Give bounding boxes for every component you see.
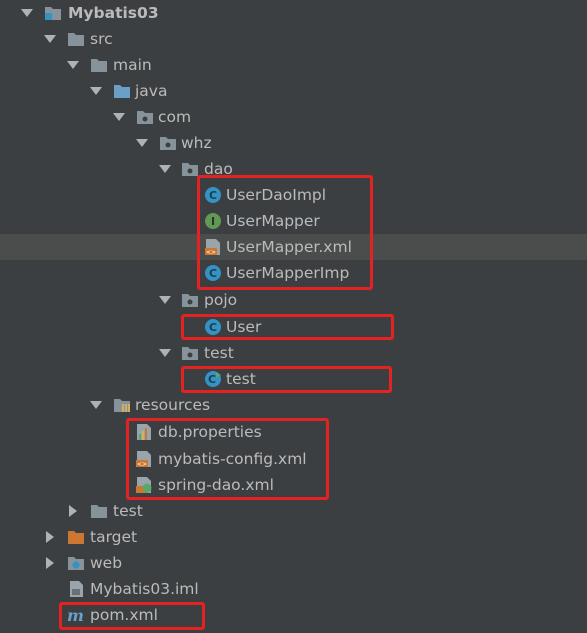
expand-arrow-icon[interactable] bbox=[19, 0, 35, 26]
folder-icon bbox=[90, 56, 108, 74]
package-icon bbox=[136, 108, 154, 126]
web-folder-icon bbox=[67, 554, 85, 572]
properties-file-icon bbox=[135, 423, 153, 441]
source-folder-icon bbox=[113, 82, 131, 100]
folder-label-web: web bbox=[90, 554, 123, 572]
expand-arrow-icon[interactable] bbox=[88, 78, 104, 104]
svg-text:C: C bbox=[209, 321, 217, 334]
svg-text:<>: <> bbox=[206, 249, 216, 256]
file-label: pom.xml bbox=[90, 606, 158, 624]
tree-row-src[interactable]: src bbox=[0, 26, 587, 52]
tree-row-spring-dao[interactable]: spring-dao.xml bbox=[0, 472, 587, 498]
expand-arrow-icon[interactable] bbox=[65, 52, 81, 78]
tree-row-web[interactable]: web bbox=[0, 550, 587, 576]
file-label: UserMapper bbox=[226, 212, 320, 230]
highlight-box-pom bbox=[59, 602, 205, 630]
highlight-box-dao-files bbox=[197, 175, 373, 290]
tree-row-src-test[interactable]: test bbox=[0, 498, 587, 524]
file-label: spring-dao.xml bbox=[158, 476, 274, 494]
tree-row-dao[interactable]: dao bbox=[0, 156, 587, 182]
folder-label-test: test bbox=[113, 502, 143, 520]
svg-text:C: C bbox=[209, 189, 217, 202]
package-icon bbox=[159, 134, 177, 152]
folder-label-main: main bbox=[113, 56, 152, 74]
tree-row-user[interactable]: C User bbox=[0, 314, 587, 340]
folder-label-target: target bbox=[90, 528, 138, 546]
class-icon: C bbox=[204, 264, 222, 282]
highlight-box-resources bbox=[126, 418, 329, 500]
resources-folder-icon bbox=[113, 396, 131, 414]
tree-row-usermapper[interactable]: I UserMapper bbox=[0, 208, 587, 234]
tree-row-userdaoimpl[interactable]: C UserDaoImpl bbox=[0, 182, 587, 208]
package-icon bbox=[181, 291, 199, 309]
package-label-dao: dao bbox=[204, 160, 233, 178]
folder-icon bbox=[67, 30, 85, 48]
xml-file-icon: <> bbox=[204, 238, 222, 256]
module-folder-icon bbox=[44, 4, 62, 22]
tree-row-com[interactable]: com bbox=[0, 104, 587, 130]
expand-arrow-icon[interactable] bbox=[157, 156, 173, 182]
highlight-box-user bbox=[181, 314, 394, 340]
file-label: User bbox=[226, 318, 262, 336]
xml-file-icon: <> bbox=[135, 450, 153, 468]
collapse-arrow-icon[interactable] bbox=[42, 550, 58, 576]
tree-row-test-class[interactable]: C test bbox=[0, 366, 587, 392]
tree-row-mybatis-config[interactable]: <> mybatis-config.xml bbox=[0, 446, 587, 472]
file-label: test bbox=[226, 370, 256, 388]
tree-row-pojo[interactable]: pojo bbox=[0, 287, 587, 313]
collapse-arrow-icon[interactable] bbox=[65, 498, 81, 524]
file-label: db.properties bbox=[158, 423, 262, 441]
tree-row-db-properties[interactable]: db.properties bbox=[0, 419, 587, 445]
tree-row-main[interactable]: main bbox=[0, 52, 587, 78]
class-icon: C bbox=[204, 186, 222, 204]
highlight-box-test bbox=[181, 366, 392, 393]
excluded-folder-icon bbox=[67, 528, 85, 546]
folder-label-resources: resources bbox=[135, 396, 211, 414]
tree-row-test-package[interactable]: test bbox=[0, 340, 587, 366]
folder-icon bbox=[90, 502, 108, 520]
maven-icon: m bbox=[66, 606, 84, 625]
expand-arrow-icon[interactable] bbox=[157, 287, 173, 313]
package-label-whz: whz bbox=[181, 134, 212, 152]
package-label-pojo: pojo bbox=[204, 291, 238, 309]
file-label: mybatis-config.xml bbox=[158, 450, 307, 468]
svg-text:m: m bbox=[67, 606, 84, 624]
tree-row-iml[interactable]: Mybatis03.iml bbox=[0, 576, 587, 602]
folder-label-java: java bbox=[135, 82, 168, 100]
file-label: UserDaoImpl bbox=[226, 186, 327, 204]
tree-row-project[interactable]: Mybatis03 bbox=[0, 0, 587, 26]
file-label: UserMapper.xml bbox=[226, 238, 352, 256]
svg-text:I: I bbox=[211, 215, 215, 228]
tree-row-java[interactable]: java bbox=[0, 78, 587, 104]
file-label: UserMapperImp bbox=[226, 264, 350, 282]
package-icon bbox=[181, 160, 199, 178]
package-icon bbox=[181, 344, 199, 362]
interface-icon: I bbox=[204, 212, 222, 230]
svg-text:C: C bbox=[209, 267, 217, 280]
svg-text:<>: <> bbox=[137, 461, 147, 468]
tree-row-whz[interactable]: whz bbox=[0, 130, 587, 156]
expand-arrow-icon[interactable] bbox=[157, 340, 173, 366]
collapse-arrow-icon[interactable] bbox=[42, 524, 58, 550]
tree-row-pom[interactable]: m pom.xml bbox=[0, 602, 587, 628]
file-label: Mybatis03.iml bbox=[90, 580, 199, 598]
folder-label-src: src bbox=[90, 30, 113, 48]
expand-arrow-icon[interactable] bbox=[111, 104, 127, 130]
tree-row-resources[interactable]: resources bbox=[0, 392, 587, 418]
tree-row-target[interactable]: target bbox=[0, 524, 587, 550]
tree-row-usermapper-xml[interactable]: <> UserMapper.xml bbox=[0, 234, 587, 260]
expand-arrow-icon[interactable] bbox=[134, 130, 150, 156]
package-label-test: test bbox=[204, 344, 234, 362]
svg-text:C: C bbox=[208, 373, 216, 386]
project-name: Mybatis03 bbox=[68, 4, 159, 22]
spring-xml-file-icon bbox=[135, 476, 153, 494]
runnable-class-icon: C bbox=[204, 370, 222, 388]
package-label-com: com bbox=[158, 108, 192, 126]
iml-file-icon bbox=[67, 580, 85, 598]
tree-row-usermapperimp[interactable]: C UserMapperImp bbox=[0, 260, 587, 286]
expand-arrow-icon[interactable] bbox=[88, 392, 104, 418]
expand-arrow-icon[interactable] bbox=[42, 26, 58, 52]
class-icon: C bbox=[204, 318, 222, 336]
